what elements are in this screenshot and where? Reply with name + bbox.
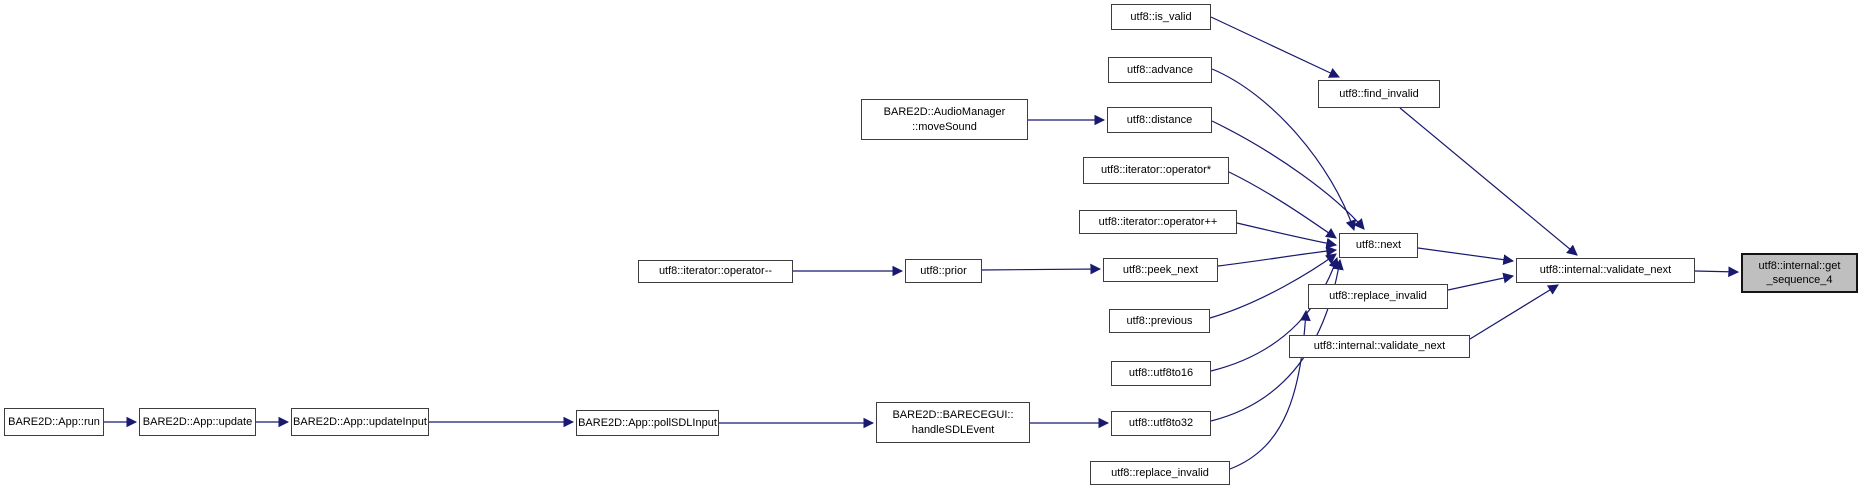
edge-prior-peeknext: [981, 263, 1102, 275]
node-utf8-previous[interactable]: utf8::previous: [1109, 309, 1210, 333]
node-audiomanager-movesound[interactable]: BARE2D::AudioManager ::moveSound: [861, 99, 1028, 140]
edge-peeknext-next: [1217, 245, 1338, 267]
node-utf8-internal-validate-next[interactable]: utf8::internal::validate_next: [1516, 258, 1695, 283]
edge-validatenext-getsequence4: [1694, 266, 1740, 278]
edge-operator-star-next: [1228, 171, 1337, 239]
node-utf8-prior[interactable]: utf8::prior: [905, 259, 982, 283]
edge-next-validatenext: [1417, 247, 1515, 266]
node-utf8-internal-validate-next-overload[interactable]: utf8::internal::validate_next: [1289, 335, 1470, 358]
node-utf8-replace-invalid-4arg[interactable]: utf8::replace_invalid: [1308, 284, 1448, 309]
edge-utf8to16-next: [1210, 256, 1339, 372]
edge-previous-next: [1209, 253, 1337, 319]
edge-advance-next: [1211, 68, 1356, 232]
edge-distance-next: [1211, 120, 1365, 230]
node-utf8-iterator-operator-decrement[interactable]: utf8::iterator::operator--: [638, 260, 793, 283]
node-app-run[interactable]: BARE2D::App::run: [4, 408, 104, 436]
node-utf8-utf8to32[interactable]: utf8::utf8to32: [1111, 411, 1211, 436]
edge-findinvalid-validatenext: [1399, 107, 1578, 256]
node-utf8-replace-invalid-3arg[interactable]: utf8::replace_invalid: [1090, 461, 1230, 485]
node-utf8-iterator-operator-star[interactable]: utf8::iterator::operator*: [1083, 157, 1229, 184]
node-barecegui-handle-sdl-event[interactable]: BARE2D::BARECEGUI:: handleSDLEvent: [876, 402, 1030, 443]
edge-isvalid-findinvalid: [1210, 16, 1340, 78]
node-app-poll-sdl-input[interactable]: BARE2D::App::pollSDLInput: [576, 410, 719, 436]
node-utf8-internal-get-sequence-4: utf8::internal::get _sequence_4: [1741, 253, 1858, 293]
edge-replaceinvalid4-validatenext: [1447, 272, 1515, 291]
edge-validatenext2-validatenext: [1469, 284, 1559, 340]
node-utf8-utf8to16[interactable]: utf8::utf8to16: [1111, 361, 1211, 386]
node-utf8-next[interactable]: utf8::next: [1339, 233, 1418, 258]
edge-operator-increment-next: [1236, 222, 1338, 249]
node-utf8-find-invalid[interactable]: utf8::find_invalid: [1318, 80, 1440, 108]
node-utf8-advance[interactable]: utf8::advance: [1108, 57, 1212, 83]
node-utf8-peek-next[interactable]: utf8::peek_next: [1103, 258, 1218, 282]
node-utf8-distance[interactable]: utf8::distance: [1107, 107, 1212, 133]
node-utf8-is-valid[interactable]: utf8::is_valid: [1111, 4, 1211, 30]
node-app-update-input[interactable]: BARE2D::App::updateInput: [291, 408, 429, 436]
node-utf8-iterator-operator-increment[interactable]: utf8::iterator::operator++: [1079, 210, 1237, 234]
node-app-update[interactable]: BARE2D::App::update: [139, 408, 256, 436]
